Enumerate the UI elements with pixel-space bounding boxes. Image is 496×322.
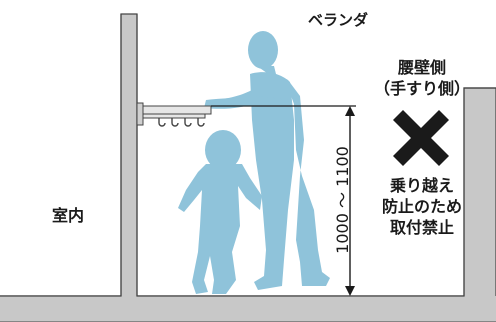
child-figure [178,130,262,294]
height-dimension [345,106,355,296]
floor-slab [0,296,496,322]
warning-line-1: 乗り越え [389,176,454,195]
floor-outline [0,14,496,297]
warning-line-2: 防止のため [381,197,462,216]
x-mark-icon [393,110,449,166]
warning-line-3: 取付禁止 [389,218,454,237]
veranda-label: ベランダ [308,11,369,29]
height-range-label: 1000 ～ 1100 [333,146,352,254]
building-structure [0,13,496,322]
indoor-label: 室内 [52,206,85,225]
adult-figure [204,31,330,290]
handrail-side-label: （手すり側） [373,79,470,98]
clothes-hanger [136,102,212,127]
parapet-side-label: 腰壁側 [397,58,446,77]
